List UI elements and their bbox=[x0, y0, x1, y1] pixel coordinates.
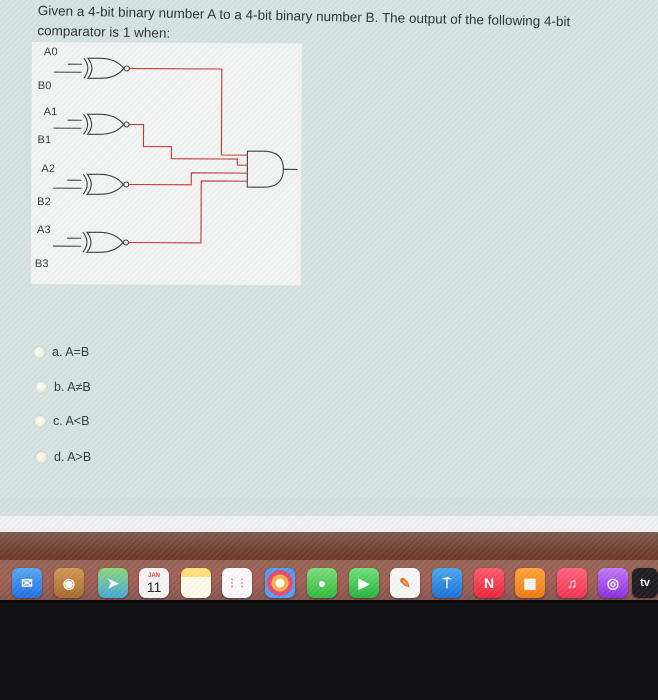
option-a-radio[interactable] bbox=[34, 346, 45, 358]
photos-icon[interactable] bbox=[265, 568, 295, 598]
browser-screen: Given a 4-bit binary number A to a 4-bit… bbox=[0, 0, 658, 600]
option-b[interactable]: b. A≠B bbox=[36, 380, 91, 394]
comparator-diagram: A0 B0 A1 B1 A2 B2 A3 B3 bbox=[30, 42, 302, 286]
option-b-radio[interactable] bbox=[36, 381, 47, 393]
appletv-label: tv bbox=[640, 577, 650, 589]
and-gate bbox=[246, 150, 298, 188]
calendar-day: 11 bbox=[146, 578, 162, 595]
option-c-radio[interactable] bbox=[35, 415, 46, 427]
maps-icon[interactable]: ➤ bbox=[98, 568, 128, 598]
notes-icon[interactable] bbox=[181, 568, 211, 598]
facetime-icon[interactable]: ▶ bbox=[349, 568, 379, 598]
question-card: Given a 4-bit binary number A to a 4-bit… bbox=[0, 0, 658, 500]
appletv-icon[interactable]: tv bbox=[632, 568, 658, 598]
xnor-gate-3 bbox=[52, 231, 130, 253]
keynote-icon[interactable]: ⍑ bbox=[432, 568, 462, 598]
option-c[interactable]: c. A<B bbox=[35, 414, 89, 428]
option-d-label: d. A>B bbox=[54, 450, 92, 464]
messages-icon[interactable]: ● bbox=[307, 568, 337, 598]
option-c-label: c. A<B bbox=[53, 414, 90, 428]
option-a[interactable]: a. A=B bbox=[34, 345, 89, 359]
calendar-icon[interactable]: JAN 11 bbox=[139, 568, 169, 598]
connection-wires bbox=[128, 67, 248, 244]
calendar-month: JAN bbox=[147, 572, 160, 579]
news-icon[interactable]: N bbox=[474, 568, 504, 598]
xnor-gate-0 bbox=[53, 57, 130, 79]
contacts-icon[interactable]: ◉ bbox=[54, 568, 84, 598]
laptop-bezel bbox=[0, 603, 658, 700]
podcasts-icon[interactable]: ◎ bbox=[598, 568, 628, 598]
freeform-icon[interactable]: ✎ bbox=[390, 568, 420, 598]
music-icon[interactable]: ♫ bbox=[557, 568, 587, 598]
option-b-label: b. A≠B bbox=[54, 380, 91, 394]
option-d[interactable]: d. A>B bbox=[36, 450, 91, 464]
xnor-gate-2 bbox=[53, 173, 130, 195]
mail-icon[interactable]: ✉ bbox=[12, 568, 42, 598]
page-bottom-strip bbox=[0, 497, 658, 519]
option-a-label: a. A=B bbox=[52, 345, 90, 359]
reminders-icon[interactable]: ⋮⋮ bbox=[222, 568, 252, 598]
logic-gates bbox=[52, 57, 298, 253]
books-icon[interactable]: ▦ bbox=[515, 568, 545, 598]
option-d-radio[interactable] bbox=[36, 451, 47, 463]
xnor-gate-1 bbox=[53, 113, 130, 135]
